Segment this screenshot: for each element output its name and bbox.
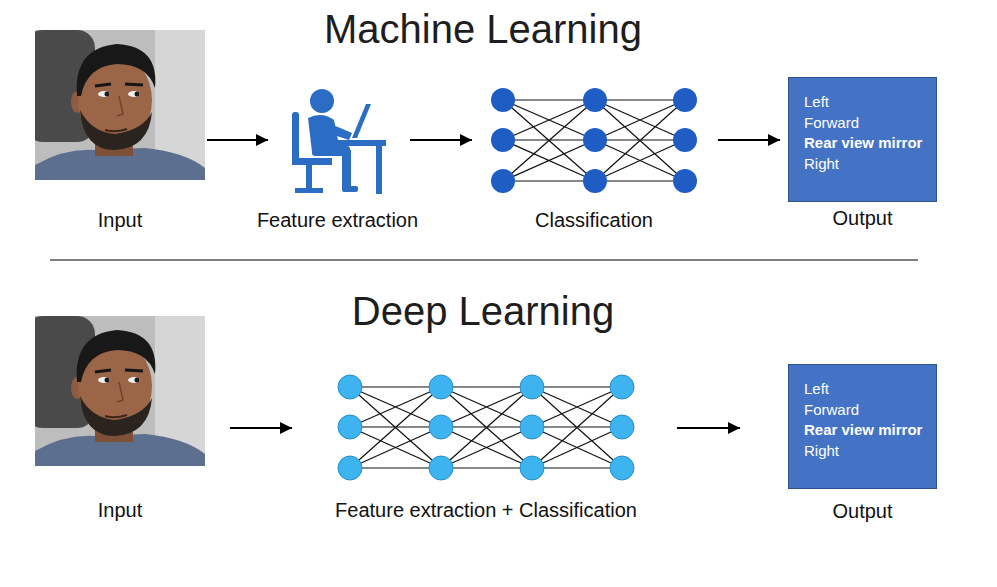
output-option: Rear view mirror [804, 420, 922, 441]
person-at-desk-icon [322, 122, 352, 140]
output-option: Rear view mirror [804, 133, 922, 154]
input-label: Input [98, 208, 142, 232]
output-option: Forward [804, 400, 859, 421]
neural-network [338, 375, 634, 480]
person-at-desk-icon [352, 104, 371, 138]
neural-network [503, 100, 685, 181]
person-at-desk-icon [310, 89, 334, 113]
neural-network [338, 456, 362, 480]
step-label: Feature extraction + Classification [335, 498, 637, 522]
output-box: LeftForwardRear view mirrorRightOutput [788, 77, 937, 202]
output-label: Output [832, 499, 892, 523]
neural-network [491, 169, 515, 193]
flow-arrow [718, 139, 780, 141]
section-title: Deep Learning [352, 287, 614, 335]
input-node: Input [35, 30, 205, 180]
step-label: Classification [535, 208, 653, 232]
neural-network [610, 375, 634, 399]
neural-network [583, 88, 607, 112]
neural-network [610, 415, 634, 439]
flow-arrow [410, 139, 472, 141]
neural-network [673, 128, 697, 152]
output-option: Right [804, 441, 839, 462]
input-label: Input [98, 498, 142, 522]
neural-network [520, 375, 544, 399]
person-at-desk-icon [292, 158, 332, 165]
section-title: Machine Learning [324, 5, 642, 53]
neural-network [338, 375, 362, 399]
input-node: Input [35, 316, 205, 466]
person-at-desk-icon [342, 150, 351, 188]
output-label: Output [832, 206, 892, 230]
neural-network [520, 456, 544, 480]
input-photo [25, 316, 205, 466]
step-label: Feature extraction [257, 208, 418, 232]
neural-network [429, 375, 453, 399]
feature-extraction-node: Feature extraction [290, 88, 385, 195]
output-option: Left [804, 92, 829, 113]
output-box: LeftForwardRear view mirrorRightOutput [788, 364, 937, 489]
neural-network [583, 169, 607, 193]
neural-network [583, 128, 607, 152]
divider-line [50, 259, 918, 261]
neural-network [491, 88, 515, 112]
neural-network [673, 88, 697, 112]
neural-network [673, 169, 697, 193]
output-option: Right [804, 154, 839, 175]
person-at-desk-icon [376, 146, 382, 194]
neural-network [520, 415, 544, 439]
input-photo [25, 30, 205, 180]
deep-network-node: Feature extraction + Classification [336, 373, 636, 481]
person-at-desk-icon [306, 165, 312, 189]
output-option: Forward [804, 113, 859, 134]
neural-network [491, 88, 697, 193]
person-at-desk-icon [295, 188, 323, 193]
person-at-desk-icon [334, 140, 386, 146]
neural-network [338, 415, 362, 439]
output-option: Left [804, 379, 829, 400]
flow-arrow [207, 139, 268, 141]
person-at-desk-icon [292, 89, 386, 194]
classifier-node: Classification [488, 86, 700, 194]
neural-network [491, 88, 697, 193]
neural-network [491, 128, 515, 152]
neural-network [610, 456, 634, 480]
person-at-desk-icon [292, 112, 299, 162]
flow-arrow [230, 427, 292, 429]
person-at-desk-icon [342, 186, 358, 192]
neural-network [429, 415, 453, 439]
neural-network [338, 375, 634, 480]
neural-network [350, 387, 622, 468]
neural-network [429, 456, 453, 480]
flow-arrow [677, 427, 740, 429]
